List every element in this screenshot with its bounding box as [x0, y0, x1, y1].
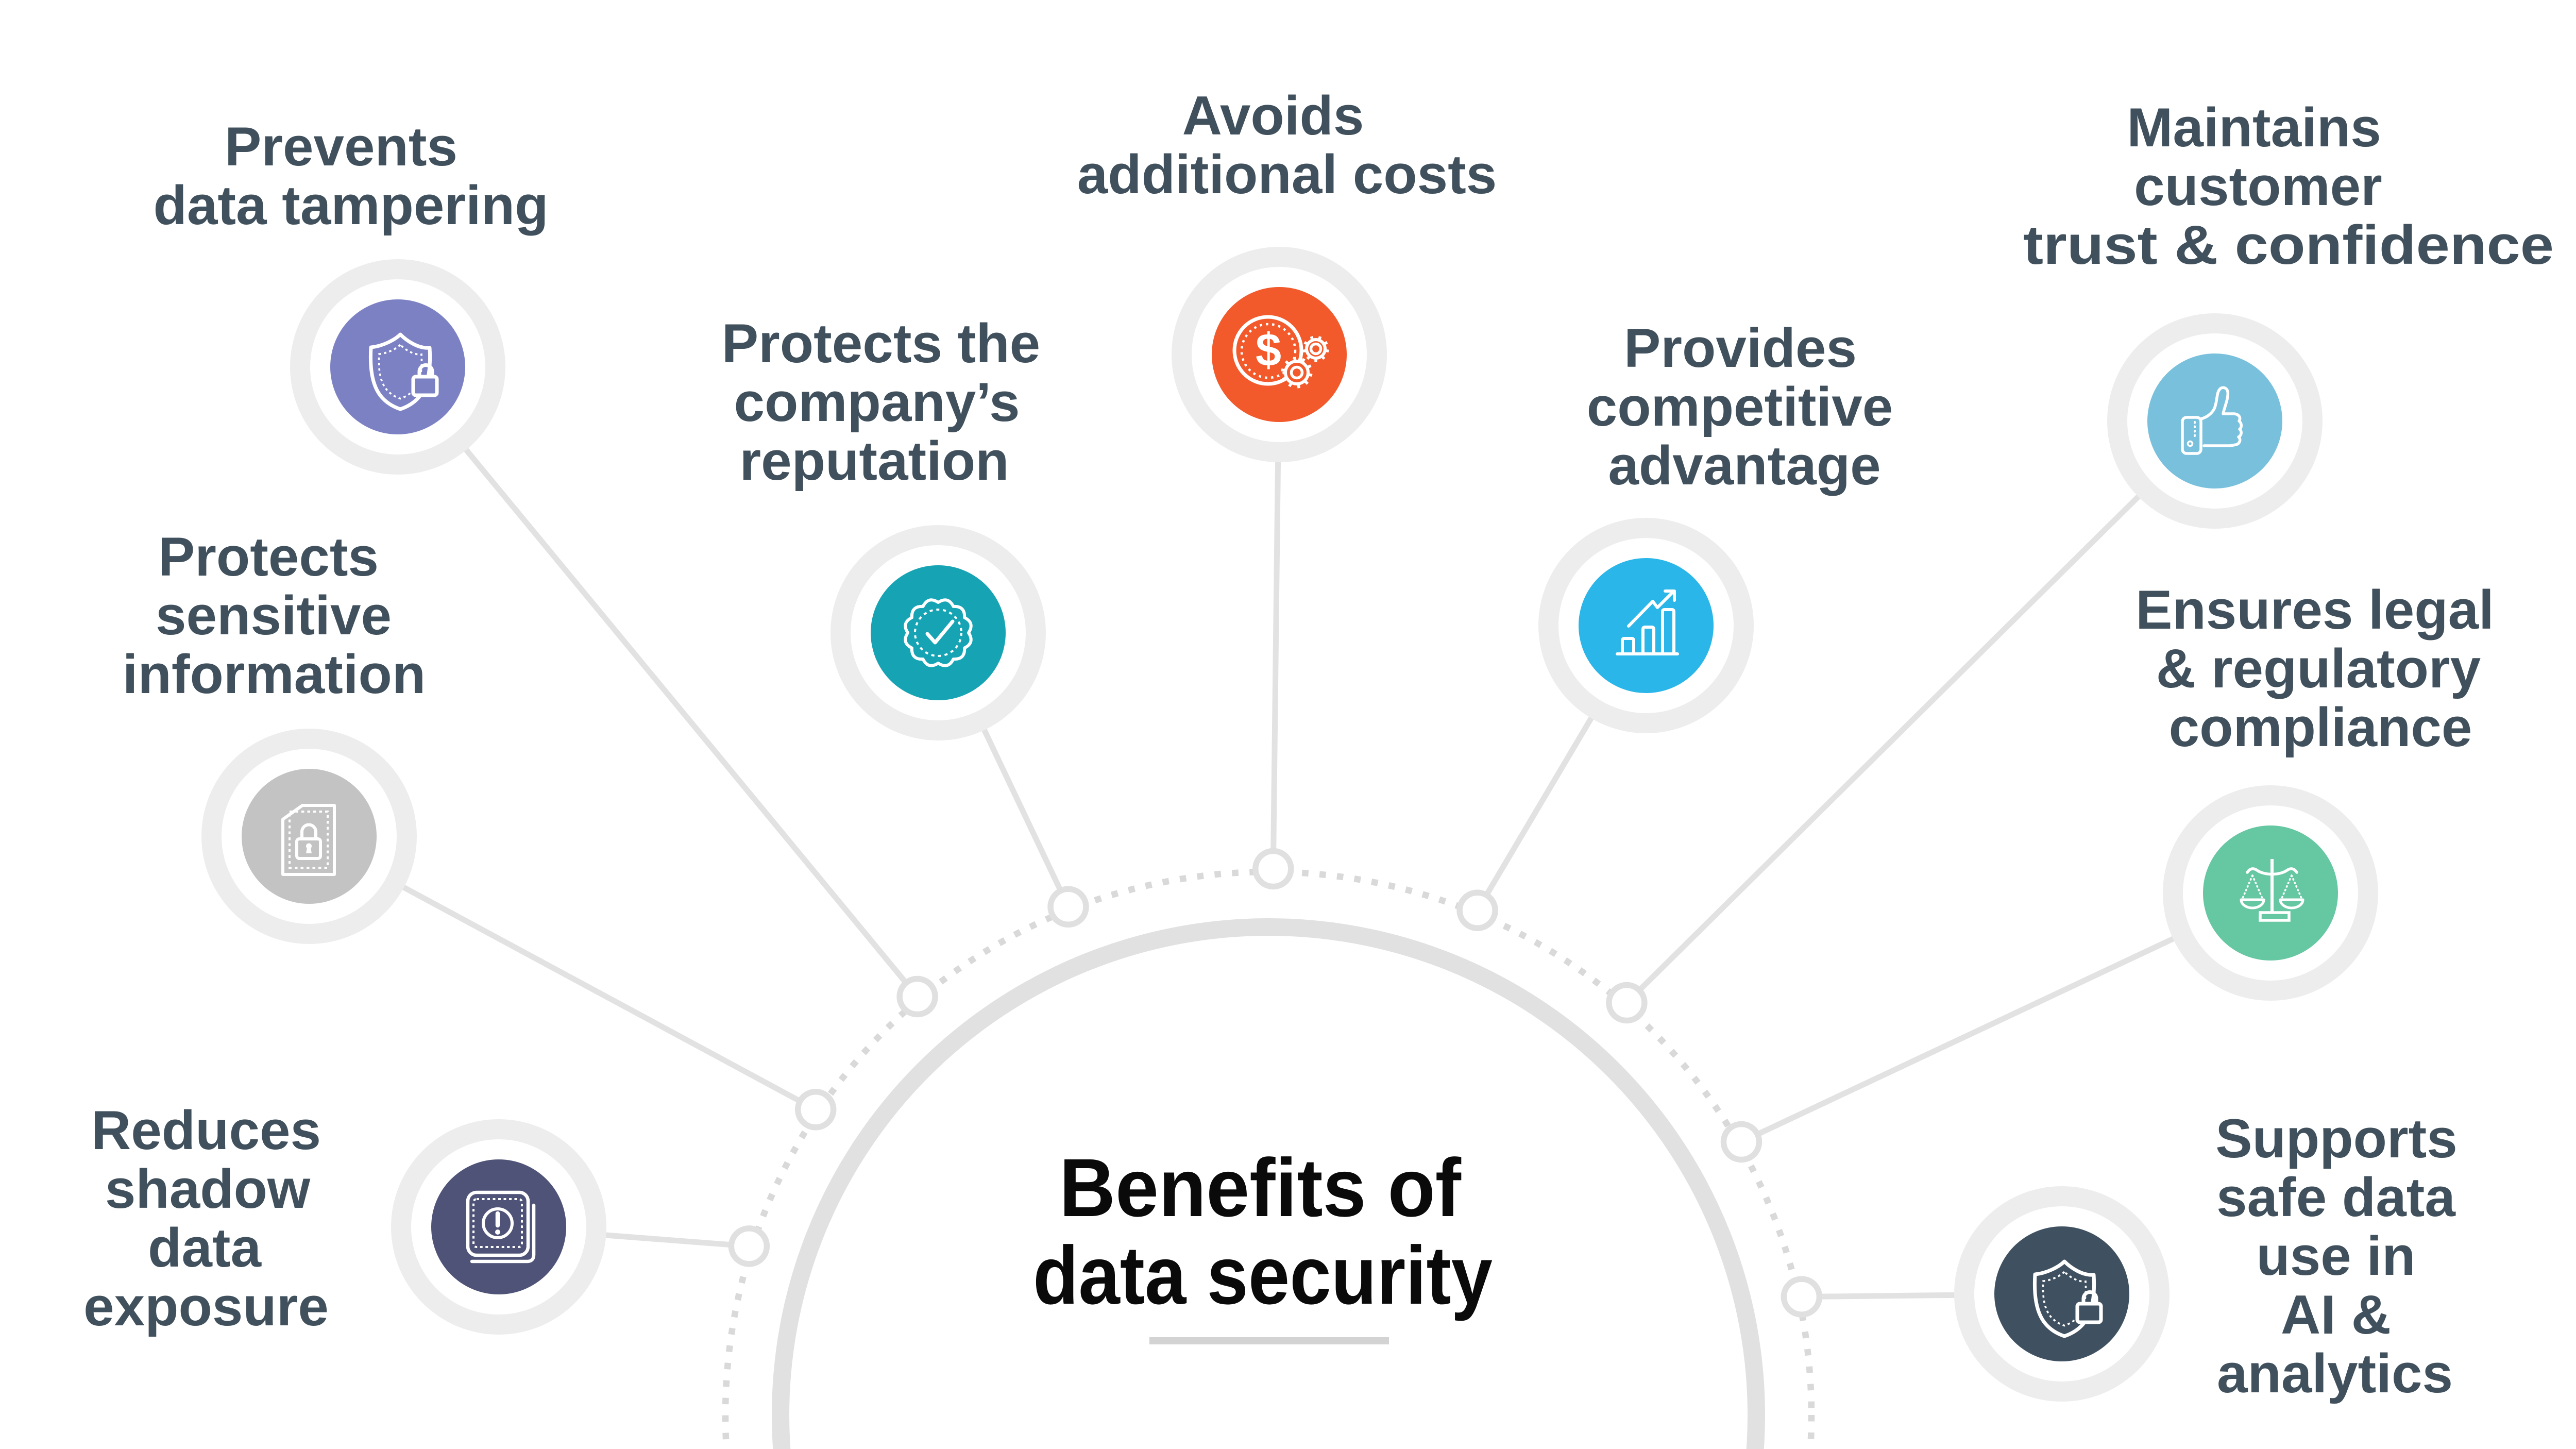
svg-text:company’s: company’s	[734, 371, 1020, 433]
svg-text:AI &: AI &	[2281, 1284, 2391, 1345]
svg-text:Prevents: Prevents	[225, 115, 457, 177]
svg-text:Protects the: Protects the	[722, 312, 1040, 374]
svg-text:competitive: competitive	[1587, 376, 1893, 437]
svg-text:$: $	[1256, 325, 1281, 376]
svg-text:Protects: Protects	[158, 526, 379, 587]
svg-text:shadow: shadow	[105, 1158, 311, 1220]
svg-text:Supports: Supports	[2215, 1107, 2458, 1169]
svg-text:additional costs: additional costs	[1077, 143, 1497, 205]
svg-text:compliance: compliance	[2169, 696, 2472, 758]
svg-text:customer: customer	[2134, 155, 2382, 217]
svg-text:data security: data security	[1033, 1229, 1493, 1321]
svg-text:advantage: advantage	[1608, 434, 1880, 496]
svg-text:data: data	[148, 1217, 262, 1278]
svg-text:data tampering: data tampering	[154, 174, 549, 236]
svg-text:trust & confidence: trust & confidence	[2023, 214, 2554, 276]
svg-text:exposure: exposure	[83, 1275, 329, 1337]
svg-text:reputation: reputation	[739, 430, 1009, 492]
svg-text:Reduces: Reduces	[91, 1099, 321, 1161]
svg-text:Benefits of: Benefits of	[1059, 1141, 1462, 1234]
svg-text:& regulatory: & regulatory	[2156, 637, 2481, 699]
svg-text:Provides: Provides	[1624, 317, 1857, 379]
svg-text:analytics: analytics	[2217, 1342, 2453, 1404]
svg-text:Ensures legal: Ensures legal	[2136, 579, 2494, 641]
svg-text:safe data: safe data	[2216, 1166, 2456, 1228]
svg-text:Avoids: Avoids	[1182, 85, 1364, 146]
svg-text:use in: use in	[2256, 1225, 2415, 1287]
svg-text:information: information	[123, 643, 426, 705]
svg-text:sensitive: sensitive	[156, 584, 392, 646]
svg-text:Maintains: Maintains	[2127, 96, 2381, 158]
